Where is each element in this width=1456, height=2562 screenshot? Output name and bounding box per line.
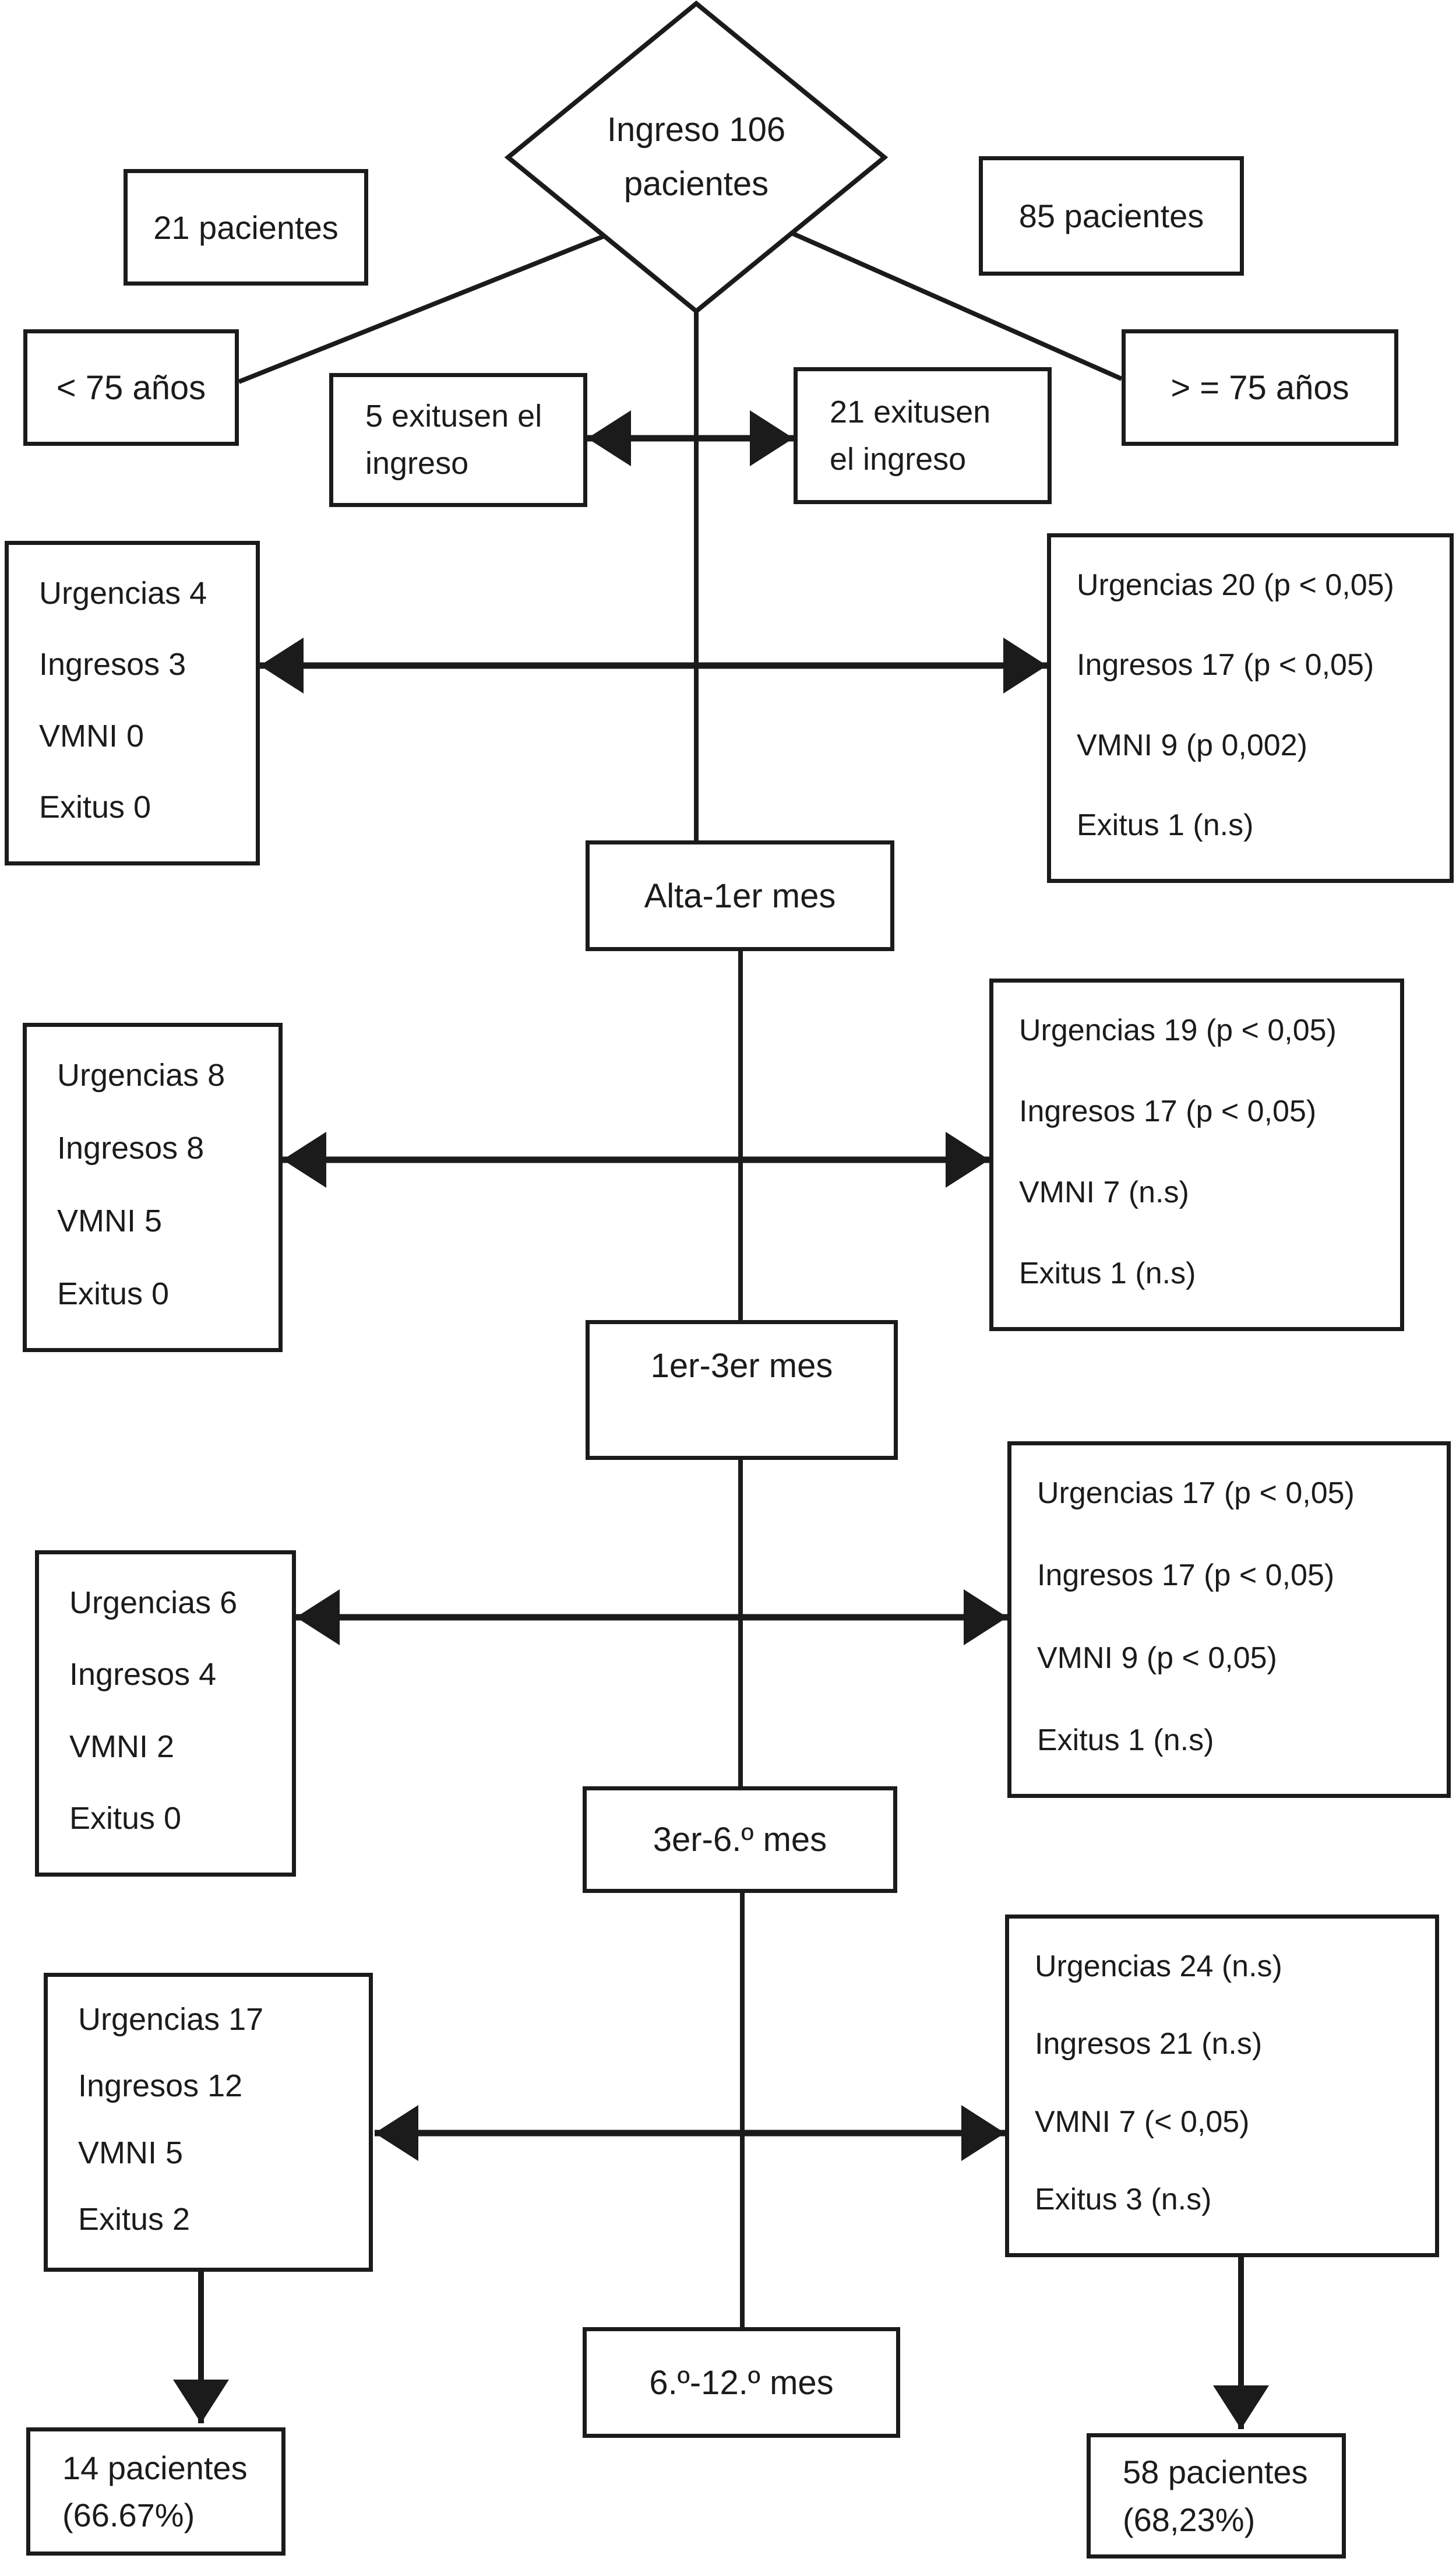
node-age-right: > = 75 años xyxy=(1122,329,1398,446)
exitus-right-line1: 21 exitusen xyxy=(830,394,991,430)
period-2-text: 1er-3er mes xyxy=(650,1347,833,1385)
exitus-left-line2: ingreso xyxy=(365,446,469,481)
stat-line: Ingresos 4 xyxy=(69,1657,217,1692)
decision-diamond-shape xyxy=(504,0,889,315)
stat-line: Ingresos 17 (p < 0,05) xyxy=(1077,648,1374,682)
count-left-text: 21 pacientes xyxy=(153,209,339,246)
node-period-4: 6.º-12.º mes xyxy=(583,2327,900,2438)
stat-line: Exitus 0 xyxy=(39,789,151,825)
stat-line: Urgencias 4 xyxy=(39,576,207,611)
stat-line: Urgencias 24 (n.s) xyxy=(1035,1949,1282,1983)
stat-line: Urgencias 6 xyxy=(69,1585,238,1620)
node-stats-right-4: Urgencias 24 (n.s) Ingresos 21 (n.s) VMN… xyxy=(1005,1915,1439,2257)
exitus-right-line2: el ingreso xyxy=(830,441,967,477)
age-left-text: < 75 años xyxy=(56,368,206,407)
node-count-left: 21 pacientes xyxy=(124,169,368,286)
final-left-line2: (66.67%) xyxy=(62,2497,195,2533)
connector-diagonal-left xyxy=(238,234,605,384)
stat-line: Ingresos 17 (p < 0,05) xyxy=(1019,1095,1317,1128)
count-right-text: 85 pacientes xyxy=(1018,198,1204,234)
node-exitus-left: 5 exitusen el ingreso xyxy=(329,373,587,507)
stat-line: Ingresos 17 (p < 0,05) xyxy=(1037,1558,1335,1593)
stat-line: VMNI 0 xyxy=(39,718,144,754)
final-right-line2: (68,23%) xyxy=(1123,2501,1256,2538)
stat-line: Exitus 1 (n.s) xyxy=(1077,808,1254,842)
node-stats-right-2: Urgencias 19 (p < 0,05) Ingresos 17 (p <… xyxy=(989,979,1404,1331)
final-left-line1: 14 pacientes xyxy=(62,2449,248,2486)
node-count-right: 85 pacientes xyxy=(979,156,1244,276)
stat-line: Exitus 1 (n.s) xyxy=(1037,1723,1214,1757)
period-4-text: 6.º-12.º mes xyxy=(649,2363,834,2402)
node-period-3: 3er-6.º mes xyxy=(583,1786,897,1893)
exitus-left-line1: 5 exitusen el xyxy=(365,399,542,434)
stat-line: Exitus 2 xyxy=(78,2201,191,2237)
period-1-text: Alta-1er mes xyxy=(644,877,836,915)
stat-line: VMNI 9 (p 0,002) xyxy=(1077,728,1307,762)
stat-line: VMNI 7 (n.s) xyxy=(1019,1176,1189,1209)
node-stats-right-1: Urgencias 20 (p < 0,05) Ingresos 17 (p <… xyxy=(1047,533,1454,883)
stat-line: Ingresos 12 xyxy=(78,2068,243,2104)
stat-line: Urgencias 19 (p < 0,05) xyxy=(1019,1013,1337,1047)
node-age-left: < 75 años xyxy=(23,329,239,446)
stat-line: Exitus 0 xyxy=(57,1276,170,1311)
stat-line: VMNI 2 xyxy=(69,1729,175,1764)
stat-line: Ingresos 3 xyxy=(39,647,186,682)
node-ingreso-line2: pacientes xyxy=(623,165,769,203)
node-stats-right-3: Urgencias 17 (p < 0,05) Ingresos 17 (p <… xyxy=(1007,1441,1451,1798)
stat-line: Exitus 3 (n.s) xyxy=(1035,2182,1212,2216)
stat-line: Urgencias 20 (p < 0,05) xyxy=(1077,568,1394,602)
stat-line: VMNI 5 xyxy=(78,2135,184,2170)
node-stats-left-2: Urgencias 8 Ingresos 8 VMNI 5 Exitus 0 xyxy=(23,1023,283,1352)
period-3-text: 3er-6.º mes xyxy=(653,1821,827,1859)
age-right-text: > = 75 años xyxy=(1171,368,1349,407)
node-stats-left-3: Urgencias 6 Ingresos 4 VMNI 2 Exitus 0 xyxy=(35,1550,296,1877)
node-final-right: 58 pacientes (68,23%) xyxy=(1087,2433,1346,2559)
node-ingreso: Ingreso 106 pacientes xyxy=(508,70,884,245)
stat-line: VMNI 9 (p < 0,05) xyxy=(1037,1641,1277,1675)
node-exitus-right: 21 exitusen el ingreso xyxy=(794,367,1052,504)
node-period-2: 1er-3er mes xyxy=(586,1320,898,1460)
node-stats-left-1: Urgencias 4 Ingresos 3 VMNI 0 Exitus 0 xyxy=(5,541,260,865)
final-right-line1: 58 pacientes xyxy=(1123,2454,1308,2491)
stat-line: VMNI 7 (< 0,05) xyxy=(1035,2104,1250,2139)
connector-diagonal-right xyxy=(791,231,1123,381)
stat-line: Urgencias 17 xyxy=(78,2002,264,2037)
node-final-left: 14 pacientes (66.67%) xyxy=(26,2427,285,2556)
node-ingreso-line1: Ingreso 106 xyxy=(607,111,786,149)
node-stats-left-4: Urgencias 17 Ingresos 12 VMNI 5 Exitus 2 xyxy=(44,1973,373,2272)
stat-line: Urgencias 17 (p < 0,05) xyxy=(1037,1476,1355,1510)
stat-line: VMNI 5 xyxy=(57,1203,163,1238)
node-period-1: Alta-1er mes xyxy=(586,840,894,951)
stat-line: Urgencias 8 xyxy=(57,1058,225,1093)
stat-line: Ingresos 21 (n.s) xyxy=(1035,2027,1263,2061)
stat-line: Exitus 1 (n.s) xyxy=(1019,1257,1196,1290)
stat-line: Ingresos 8 xyxy=(57,1131,205,1166)
stat-line: Exitus 0 xyxy=(69,1800,182,1836)
